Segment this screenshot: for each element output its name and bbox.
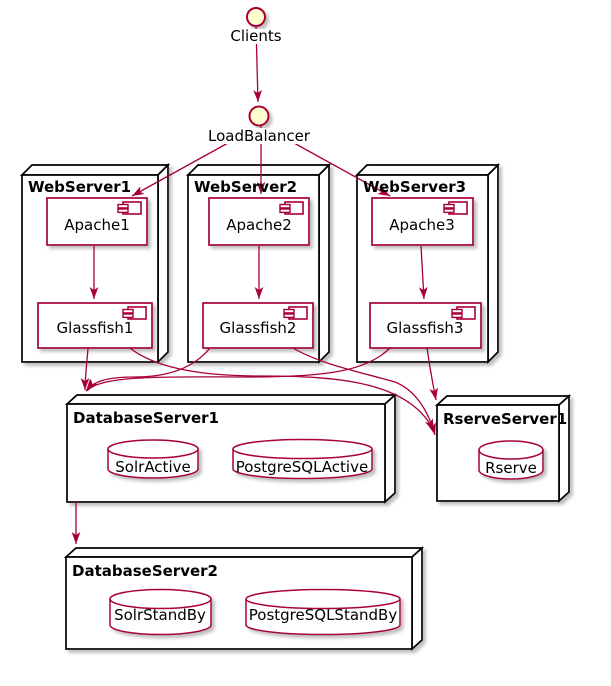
component-icon — [117, 201, 142, 215]
node-webserver1 — [19, 162, 171, 365]
webserver2-title: WebServer2 — [194, 178, 297, 196]
component-glassfish3 — [369, 302, 482, 349]
postgresqlactive-label: PostgreSQLActive — [236, 458, 368, 476]
database-postgresqlstandby — [245, 588, 401, 636]
component-glassfish1 — [37, 302, 153, 349]
glassfish2-label: Glassfish2 — [220, 319, 297, 337]
webserver2-box-side — [318, 162, 330, 365]
edge-glassfish2-rserveserver1 — [292, 347, 436, 436]
database-solractive — [107, 439, 199, 479]
postgresqlstandby-label: PostgreSQLStandBy — [249, 606, 398, 624]
webserver2-box-top — [185, 164, 332, 176]
databaseserver1-title: DatabaseServer1 — [73, 409, 219, 427]
solrstandby-label: SolrStandBy — [114, 606, 206, 624]
webserver1-title: WebServer1 — [28, 178, 131, 196]
component-icon — [122, 306, 147, 320]
rserve-label: Rserve — [485, 459, 537, 477]
labels: Clients LoadBalancer WebServer1 WebServe… — [28, 27, 567, 624]
database-solrstandby — [109, 588, 212, 636]
database-postgresqlactive — [232, 438, 373, 480]
edge-glassfish1-rserveserver1 — [129, 347, 435, 432]
component-apache2 — [208, 197, 310, 246]
database-rserve — [478, 440, 544, 480]
edge-loadbalancer-apache3 — [293, 142, 391, 197]
webserver3-box-top — [354, 164, 501, 176]
edge-loadbalancer-apache1 — [131, 142, 229, 197]
apache1-label: Apache1 — [64, 216, 130, 234]
clients-label-bg — [229, 29, 283, 44]
edge-glassfish1-databaseserver1 — [80, 347, 90, 391]
glassfish3-label: Glassfish3 — [387, 319, 464, 337]
component-glassfish2 — [202, 302, 314, 349]
databaseserver2-title: DatabaseServer2 — [72, 562, 218, 580]
component-apache1 — [46, 197, 148, 246]
databaseserver2-box-top — [63, 547, 425, 558]
glassfish1-label: Glassfish1 — [57, 319, 134, 337]
loadbalancer-interface-circle — [248, 105, 270, 127]
node-webserver2 — [185, 162, 332, 365]
edge-glassfish3-databaseserver1 — [86, 347, 391, 392]
databaseserver1-box-top — [64, 394, 398, 405]
webserver1-box-top — [19, 164, 171, 176]
component-icon — [279, 201, 304, 215]
apache2-label: Apache2 — [226, 216, 292, 234]
webserver3-box-side — [487, 162, 499, 365]
edge-glassfish3-rserveserver1 — [426, 347, 438, 401]
databaseserver2-box-side — [411, 546, 423, 651]
component-apache3 — [371, 197, 474, 246]
node-databaseserver2 — [63, 546, 425, 651]
databaseserver1-box-side — [384, 393, 396, 504]
solractive-label: SolrActive — [115, 458, 190, 476]
rserveserver1-title: RserveServer1 — [443, 410, 567, 428]
component-icon — [443, 201, 468, 215]
edges — [71, 26, 438, 544]
node-databaseserver1 — [64, 393, 398, 504]
clients-label: Clients — [230, 27, 281, 45]
webserver1-box-side — [157, 162, 169, 365]
apache3-label: Apache3 — [389, 216, 455, 234]
component-icon — [451, 306, 476, 320]
webserver3-title: WebServer3 — [363, 178, 466, 196]
loadbalancer-label-bg — [213, 128, 305, 144]
rserveserver1-box-top — [434, 395, 572, 406]
component-icon — [283, 306, 308, 320]
edge-apache3-glassfish3 — [418, 245, 428, 300]
node-rserveserver1 — [434, 394, 572, 503]
loadbalancer-label: LoadBalancer — [208, 127, 311, 145]
glassfish1-rect — [37, 302, 153, 349]
clients-interface-circle — [246, 7, 266, 27]
